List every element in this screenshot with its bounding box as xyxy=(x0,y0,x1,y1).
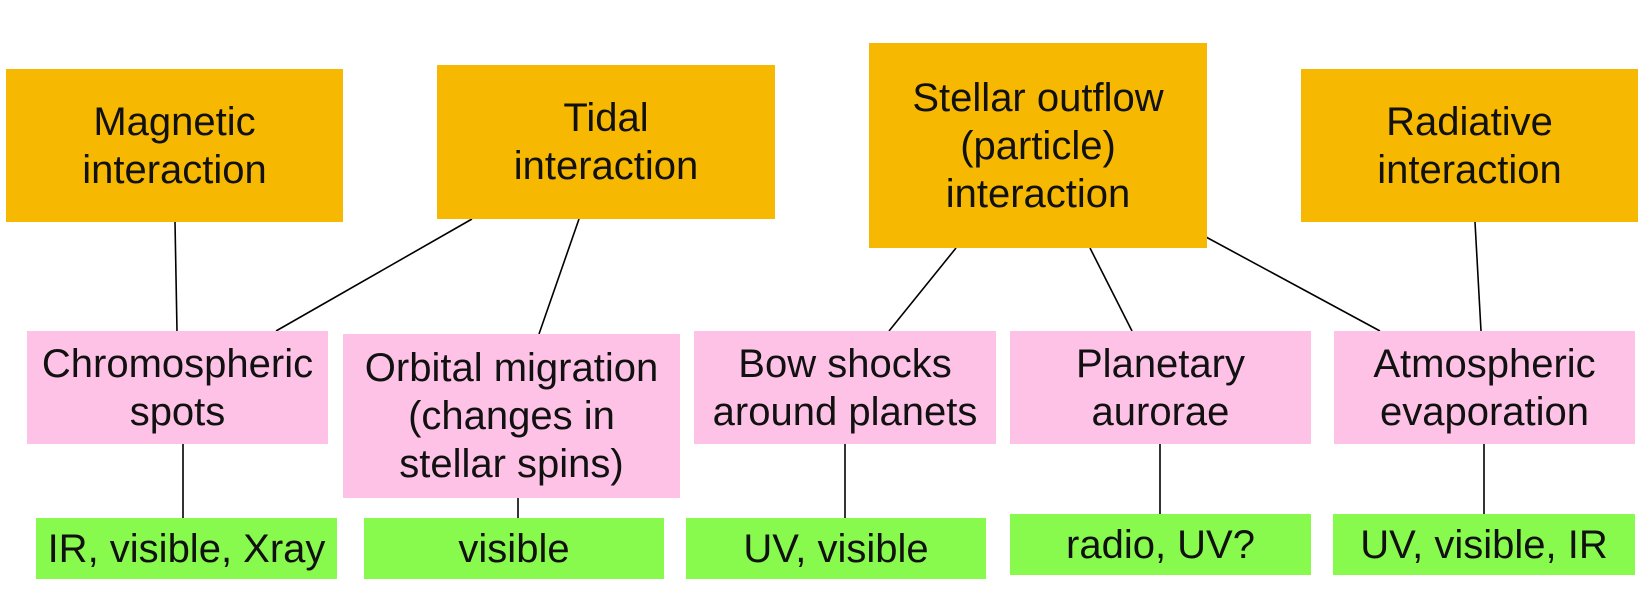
connector-tidal-to-chromospheric xyxy=(275,218,473,332)
connector-outflow-to-evaporation xyxy=(1205,236,1381,332)
box-obs-bow-shocks: UV, visible xyxy=(686,518,986,579)
stellar-outflow-interaction-label: Stellar outflow(particle)interaction xyxy=(912,75,1164,216)
box-obs-chromospheric: IR, visible, Xray xyxy=(36,518,337,579)
obs-bow-shocks-label: UV, visible xyxy=(743,526,929,571)
connector-magnetic-to-chromospheric xyxy=(174,221,178,332)
box-obs-evaporation: UV, visible, IR xyxy=(1333,514,1635,575)
obs-orbital-label: visible xyxy=(458,526,570,571)
connector-tidal-to-orbital xyxy=(538,218,580,335)
box-obs-orbital: visible xyxy=(364,518,664,579)
box-stellar-outflow-interaction: Stellar outflow(particle)interaction xyxy=(869,43,1207,248)
box-obs-aurorae: radio, UV? xyxy=(1010,514,1311,575)
connector-radiative-to-evaporation xyxy=(1474,221,1482,332)
obs-evaporation-label: UV, visible, IR xyxy=(1360,522,1608,567)
connector-outflow-to-aurorae xyxy=(1089,247,1133,332)
connector-outflow-to-bowshocks xyxy=(888,247,957,332)
obs-chromospheric-label: IR, visible, Xray xyxy=(47,526,326,571)
obs-aurorae-label: radio, UV? xyxy=(1066,522,1255,567)
